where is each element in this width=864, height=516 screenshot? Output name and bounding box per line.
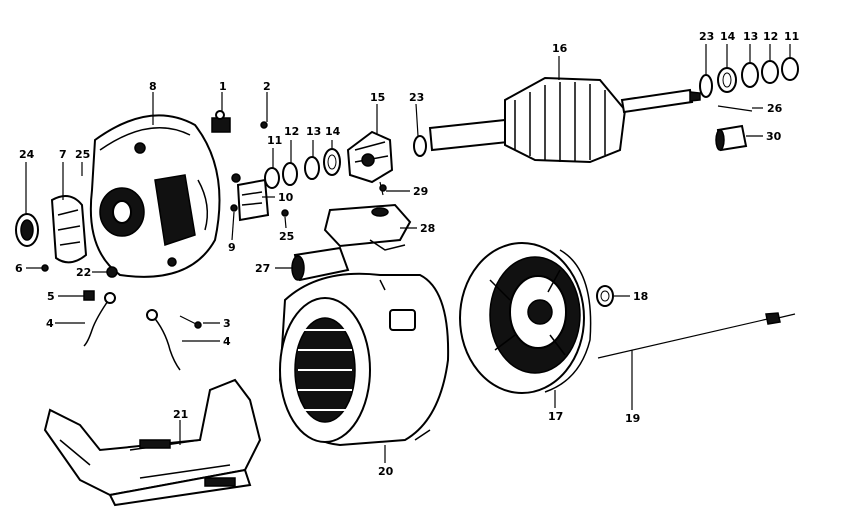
label-part-6: 6	[15, 262, 23, 275]
part-base-mount	[43, 378, 262, 507]
label-part-23-right: 23	[699, 30, 714, 43]
part-cover-plate	[50, 195, 88, 264]
part-clip-23a	[413, 135, 427, 157]
label-part-28: 28	[420, 222, 435, 235]
part-screw-25b	[281, 209, 289, 217]
part-end-shield	[459, 242, 592, 394]
part-brush-frame	[346, 130, 394, 184]
part-terminal-1	[211, 110, 231, 133]
label-part-15: 15	[370, 91, 385, 104]
part-through-bolt	[597, 312, 796, 359]
label-part-29: 29	[413, 185, 428, 198]
part-armature	[428, 76, 701, 164]
label-part-23-left: 23	[409, 91, 424, 104]
callout-labels: 1 2 3 4 4 5 6 7 8 9 10 11 12 13 14 15 16…	[15, 30, 799, 478]
label-part-4-right: 4	[223, 335, 231, 348]
label-part-22: 22	[76, 266, 91, 279]
label-part-30: 30	[766, 130, 782, 143]
label-part-9: 9	[228, 241, 236, 254]
label-part-10: 10	[278, 191, 294, 204]
label-part-21: 21	[173, 408, 188, 421]
label-part-14-left: 14	[325, 125, 341, 138]
part-washer-set-left	[264, 148, 341, 189]
label-part-18: 18	[633, 290, 648, 303]
label-part-13-left: 13	[306, 125, 321, 138]
part-bushing	[291, 246, 350, 282]
part-stator-housing	[278, 272, 450, 447]
label-part-26: 26	[767, 102, 783, 115]
label-part-8: 8	[149, 80, 157, 93]
part-nut-5	[83, 290, 95, 301]
part-bracket-left	[83, 292, 116, 347]
part-bolt-3	[179, 315, 202, 329]
label-part-19: 19	[625, 412, 640, 425]
label-part-27: 27	[255, 262, 270, 275]
part-washer-set-right	[699, 57, 799, 98]
label-part-4-left: 4	[46, 317, 54, 330]
part-small-nut	[106, 266, 118, 278]
part-end-frame	[89, 114, 221, 278]
part-screw-6	[41, 264, 49, 272]
label-part-2: 2	[263, 80, 271, 93]
label-part-12-left: 12	[284, 125, 299, 138]
part-bracket-right	[146, 309, 181, 371]
label-part-20: 20	[378, 465, 394, 478]
label-part-7: 7	[59, 148, 67, 161]
part-screw-29	[379, 181, 387, 196]
label-part-3: 3	[223, 317, 231, 330]
part-end-cap	[15, 213, 39, 247]
part-brush-holder	[230, 173, 270, 222]
label-part-14-right: 14	[720, 30, 736, 43]
label-part-25-right: 25	[279, 230, 294, 243]
part-bearing-washer	[596, 285, 614, 307]
label-part-12-right: 12	[763, 30, 778, 43]
label-part-25-left: 25	[75, 148, 90, 161]
leader-lines	[25, 44, 791, 463]
label-part-11-left: 11	[267, 134, 282, 147]
label-part-24: 24	[19, 148, 35, 161]
label-part-17: 17	[548, 410, 563, 423]
part-sleeve-30	[715, 124, 748, 152]
label-part-1: 1	[219, 80, 227, 93]
label-part-5: 5	[47, 290, 55, 303]
part-capacitor	[323, 203, 412, 251]
label-part-11-right: 11	[784, 30, 799, 43]
label-part-16: 16	[552, 42, 568, 55]
part-screw-2	[260, 121, 268, 129]
part-pin-26	[717, 105, 753, 112]
label-part-13-right: 13	[743, 30, 758, 43]
